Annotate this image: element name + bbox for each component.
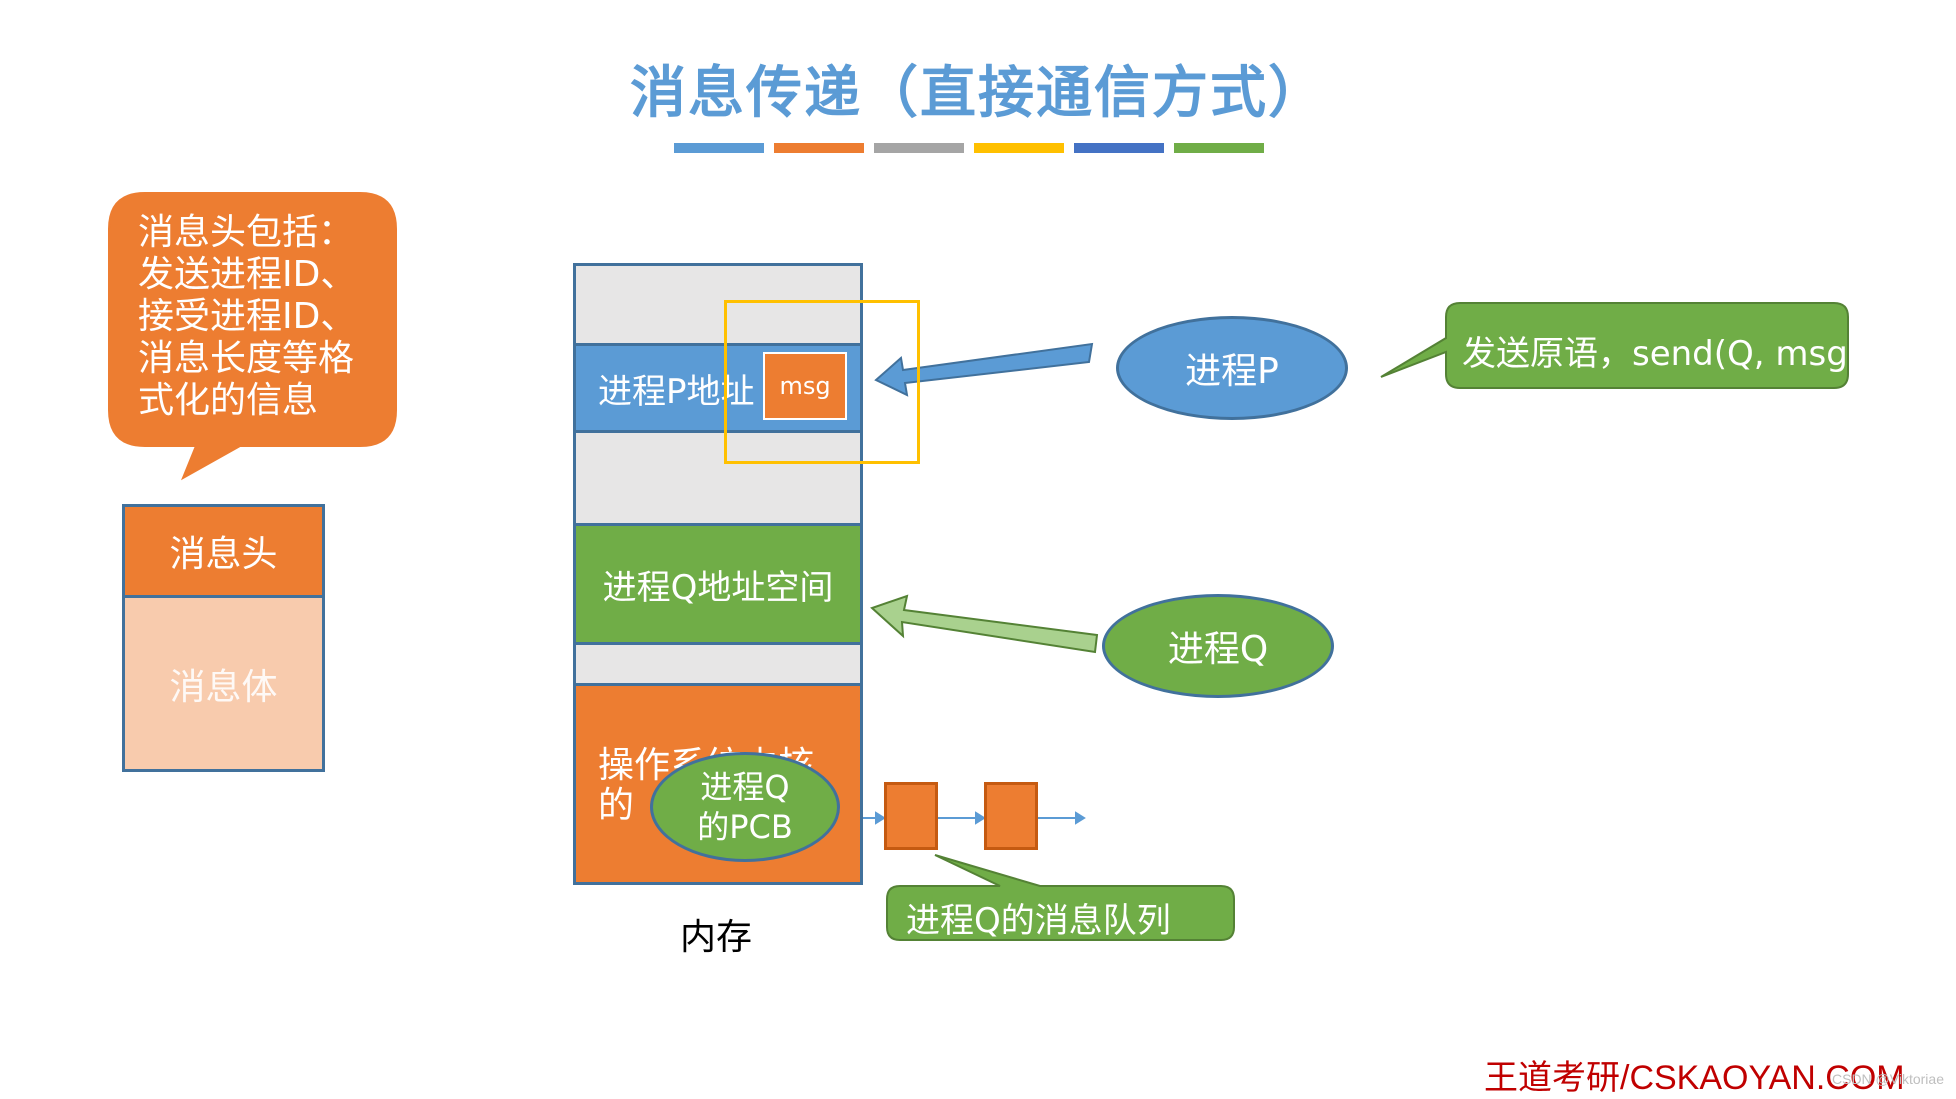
stripe-2 (774, 143, 864, 153)
process-p-address-label: 进程P地址 (598, 371, 755, 412)
header-callout-bubble (108, 192, 397, 481)
pcb-label-line: 进程Q (700, 768, 790, 806)
callout-line: 发送进程ID、 (138, 254, 357, 295)
stripe-3 (874, 143, 964, 153)
pcb-label-line: 的PCB (697, 808, 793, 846)
callout-line: 消息长度等格 (138, 338, 355, 379)
msg-box: msg (763, 352, 847, 420)
callout-line: 消息头包括： (138, 212, 355, 253)
highlight-frame (724, 300, 920, 464)
header-callout-text: 消息头包括： 发送进程ID、 接受进程ID、 消息长度等格 式化的信息 (138, 212, 378, 422)
stripe-5 (1074, 143, 1164, 153)
stripe-1 (674, 143, 764, 153)
queue-callout-bubble (886, 854, 1235, 941)
callout-line: 接受进程ID、 (138, 296, 357, 337)
message-structure: 消息头 消息体 (122, 504, 325, 772)
process-q-pcb-ellipse: 进程Q 的PCB (650, 752, 840, 862)
memory-label: 内存 (680, 917, 753, 958)
queue-callout-text: 进程Q的消息队列 (906, 901, 1171, 941)
queue-message-box (884, 782, 938, 850)
queue-link-arrows (838, 811, 1086, 825)
send-callout-bubble (1380, 302, 1849, 389)
watermark: CSDN @Viktoriae (1832, 1071, 1944, 1087)
page-title: 消息传递（直接通信方式） (630, 60, 1326, 126)
kernel-label-line: 的 (598, 785, 635, 826)
footer-brand: 王道考研/CSKAOYAN.COM (1484, 1059, 1905, 1097)
queue-message-box (984, 782, 1038, 850)
process-p-ellipse: 进程P (1116, 316, 1348, 420)
callout-line: 式化的信息 (138, 380, 319, 421)
send-callout-text: 发送原语，send(Q, msg) (1462, 334, 1862, 374)
arrow-p-to-memory (874, 342, 1094, 397)
process-q-address-label: 进程Q地址空间 (602, 567, 834, 608)
process-q-ellipse: 进程Q (1102, 594, 1334, 698)
message-body: 消息体 (169, 666, 278, 708)
message-head: 消息头 (125, 507, 322, 598)
stripe-6 (1174, 143, 1264, 153)
stripe-4 (974, 143, 1064, 153)
arrow-q-to-memory (870, 594, 1099, 654)
process-q-address-space: 进程Q地址空间 (576, 523, 860, 645)
